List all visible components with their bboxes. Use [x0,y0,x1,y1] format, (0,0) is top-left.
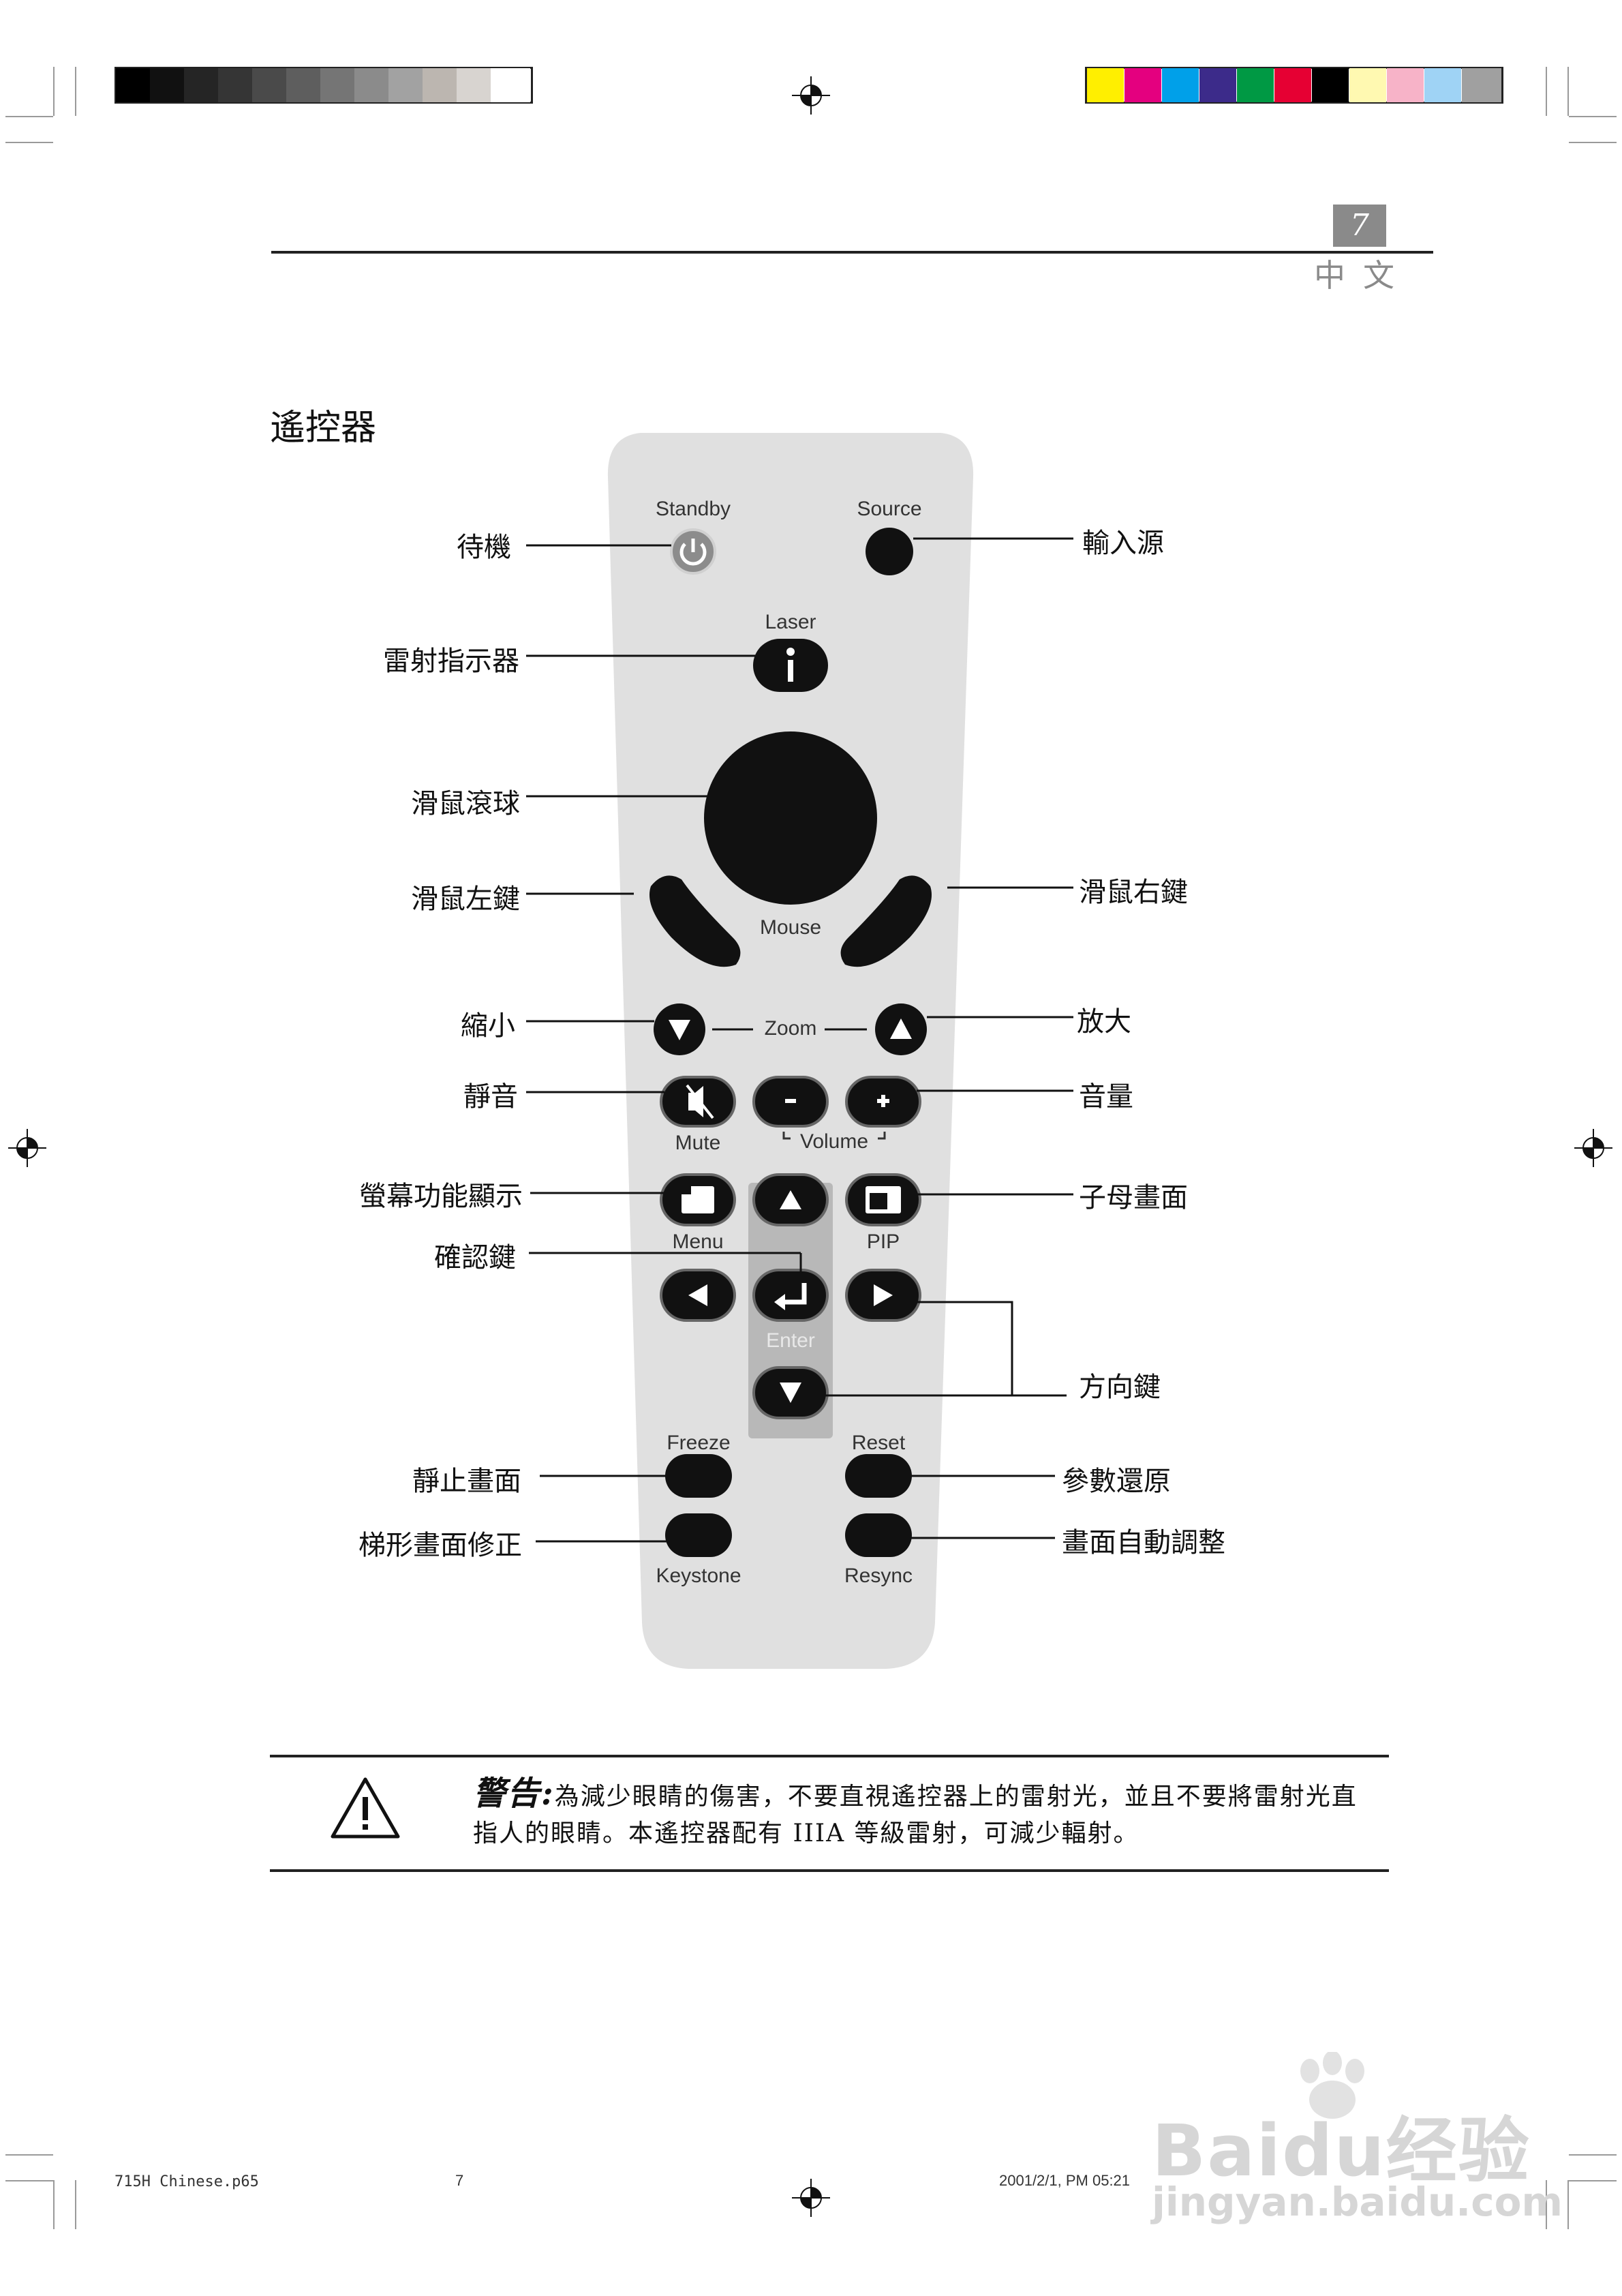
color-swatch [1387,68,1424,102]
callout-direction: 方向鍵 [1079,1372,1161,1403]
footer-filename: 715H Chinese.p65 [114,2173,259,2190]
warning-triangle-icon [331,1777,400,1839]
keystone-label: Keystone [656,1565,741,1587]
callout-zoom-in: 放大 [1077,1006,1131,1038]
registration-target-icon [1574,1129,1612,1167]
gray-swatch [286,68,323,102]
callout-source: 輸入源 [1082,528,1164,559]
mouse-trackball [704,731,877,905]
callout-freeze: 靜止畫面 [412,1466,521,1497]
gray-swatch [218,68,255,102]
color-swatch [1274,68,1311,102]
enter-button [752,1269,829,1322]
callout-enter: 確認鍵 [434,1242,516,1273]
zoom-label: Zoom [764,1017,817,1040]
mouse-left-button [649,875,741,967]
watermark-brand: Baidu经验 [1152,2109,1531,2192]
callout-volume: 音量 [1079,1081,1133,1113]
warning-heading: 警告: [473,1774,555,1813]
remote-body [607,433,974,1669]
watermark-url: jingyan.baidu.com [1152,2179,1563,2225]
warning-top-rule [270,1755,1389,1757]
source-label: Source [857,498,922,520]
color-swatch [1087,68,1124,102]
source-button [866,528,913,575]
callout-mute: 靜音 [463,1081,518,1113]
section-title: 遙控器 [270,408,377,449]
mouse-label: Mouse [759,916,822,939]
mouse-right-button [840,875,932,967]
callout-standby: 待機 [457,532,511,563]
page-number-tab: 7 [1333,205,1386,247]
gray-swatch [457,68,493,102]
gray-swatch [320,68,357,102]
callout-reset: 參數還原 [1062,1466,1171,1497]
callout-zoom-out: 縮小 [461,1010,515,1042]
resync-button [845,1513,912,1557]
volume-label: Volume [799,1130,869,1153]
standby-label: Standby [655,498,731,520]
registration-target-icon [792,2179,830,2217]
callout-trackball: 滑鼠滾球 [411,788,520,819]
keystone-button [665,1513,732,1557]
callout-resync: 畫面自動調整 [1062,1527,1225,1558]
color-swatch [1237,68,1274,102]
registration-target-icon [8,1129,46,1167]
callout-menu: 螢幕功能顯示 [359,1181,523,1212]
color-swatch [1162,68,1199,102]
color-swatch [1424,68,1461,102]
warning-text: 警告:為減少眼睛的傷害，不要直視遙控器上的雷射光，並且不要將雷射光直指人的眼睛。… [473,1775,1373,1852]
callout-laser: 雷射指示器 [383,646,519,677]
footer-page: 7 [455,2172,464,2189]
power-icon [679,543,707,566]
gray-swatch [491,68,530,102]
laser-label: Laser [765,611,816,633]
reset-button [845,1454,912,1498]
header-rule [271,251,1433,254]
warning-body: 為減少眼睛的傷害，不要直視遙控器上的雷射光，並且不要將雷射光直指人的眼睛。本遙控… [473,1783,1358,1847]
language-label: 中文 [1314,257,1412,294]
color-swatch [1199,68,1236,102]
pip-label: PIP [866,1230,900,1253]
color-swatch [1312,68,1349,102]
registration-target-icon [792,76,830,115]
gray-swatch [116,68,153,102]
warning-bottom-rule [270,1869,1389,1872]
gray-swatch [150,68,187,102]
gray-swatch [252,68,289,102]
callout-keystone: 梯形畫面修正 [358,1530,522,1561]
color-swatch [1124,68,1161,102]
color-swatch [1349,68,1386,102]
mute-label: Mute [675,1132,721,1154]
callout-mouse-right: 滑鼠右鍵 [1079,877,1188,908]
gray-swatch [184,68,221,102]
freeze-button [665,1454,732,1498]
color-swatch [1462,68,1501,102]
footer-timestamp: 2001/2/1, PM 05:21 [999,2172,1131,2189]
enter-icon [780,1283,807,1305]
menu-label: Menu [672,1230,724,1253]
gray-swatch [388,68,425,102]
gray-swatch [423,68,459,102]
freeze-label: Freeze [667,1432,731,1454]
reset-label: Reset [851,1432,906,1454]
gray-swatch [354,68,391,102]
callout-mouse-left: 滑鼠左鍵 [411,883,520,915]
enter-label: Enter [766,1329,815,1352]
paw-logo-icon [1300,2052,1364,2119]
resync-label: Resync [844,1565,913,1587]
callout-pip: 子母畫面 [1079,1182,1188,1213]
